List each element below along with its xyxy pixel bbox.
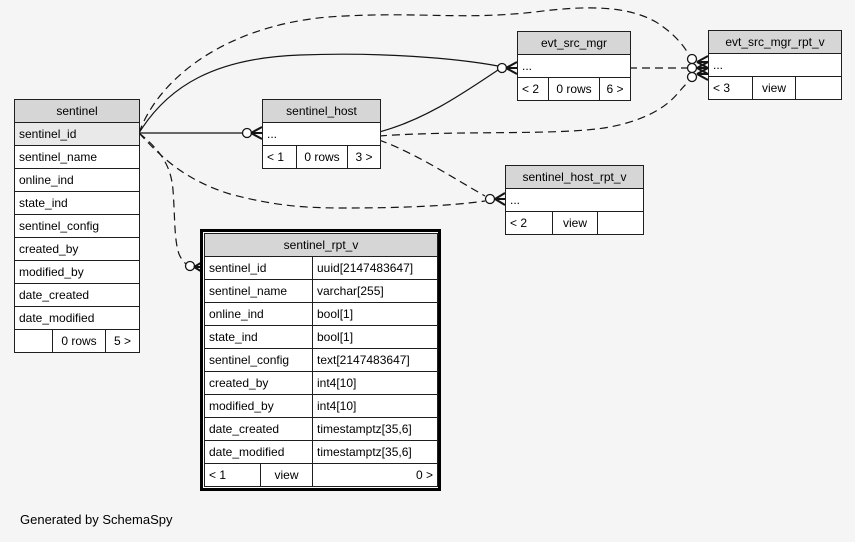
column-date_modified: date_modified (13, 306, 141, 330)
table-sentinel: sentinel sentinel_id sentinel_name onlin… (13, 99, 141, 353)
column-name: online_ind (204, 302, 313, 326)
column-name: date_created (204, 417, 313, 441)
footer-view-label: view (552, 211, 598, 235)
footer-outgoing (596, 211, 645, 235)
column-type: text[2147483647] (312, 348, 438, 372)
footer-row-count: 0 rows (52, 329, 106, 353)
footer-outgoing: 3 > (346, 145, 382, 169)
column-date_created: date_created (13, 283, 141, 307)
table-evt_src_mgr: evt_src_mgr ... < 2 0 rows 6 > (516, 31, 632, 101)
zero-or-one-dot (686, 62, 698, 74)
table-title-sentinel_host[interactable]: sentinel_host (261, 99, 382, 123)
column-type: bool[1] (312, 302, 438, 326)
column-name: state_ind (204, 325, 313, 349)
table-title-sentinel[interactable]: sentinel (13, 99, 141, 123)
collapsed-columns: ... (516, 54, 632, 78)
column-modified_by: modified_by (13, 260, 141, 284)
column-type: bool[1] (312, 325, 438, 349)
column-sentinel_name: sentinel_name (13, 145, 141, 169)
table-title-sentinel_host_rpt_v[interactable]: sentinel_host_rpt_v (504, 165, 645, 189)
crow-foot-icon (494, 192, 506, 206)
footer-row-count: 0 rows (548, 77, 600, 101)
column-name: sentinel_id (204, 256, 313, 280)
table-sentinel_host: sentinel_host ... < 1 0 rows 3 > (261, 99, 382, 169)
column-type: timestamptz[35,6] (312, 440, 438, 464)
footer-incoming (14, 329, 53, 353)
table-title-evt_src_mgr_rpt_v[interactable]: evt_src_mgr_rpt_v (708, 30, 842, 54)
table-sentinel_rpt_v: sentinel_rpt_v sentinel_id uuid[21474836… (200, 229, 441, 491)
column-sentinel_id: sentinel_id (13, 122, 141, 146)
column-type: uuid[2147483647] (312, 256, 438, 280)
zero-or-one-dot (184, 260, 196, 272)
footer-incoming: < 1 (262, 145, 297, 169)
column-name: created_by (204, 371, 313, 395)
collapsed-columns: ... (504, 188, 645, 212)
edge-sentinel-evt_src_mgr (138, 53, 499, 134)
column-type: int4[10] (312, 371, 438, 395)
zero-or-one-dot (686, 53, 698, 65)
footer-view-label: view (260, 463, 313, 487)
edge-sentinel_host-sentinel_host_rpt_v (378, 139, 486, 197)
table-sentinel_host_rpt_v: sentinel_host_rpt_v ... < 2 view (504, 165, 645, 235)
edge-sentinel_host-evt_src_mgr_rpt_v (378, 79, 691, 137)
table-title-sentinel_rpt_v[interactable]: sentinel_rpt_v (204, 233, 438, 257)
column-created_by: created_by (13, 237, 141, 261)
column-name: date_modified (204, 440, 313, 464)
footer-incoming: < 3 (708, 76, 753, 100)
table-title-evt_src_mgr[interactable]: evt_src_mgr (516, 31, 632, 55)
column-sentinel_config: sentinel_config (13, 214, 141, 238)
footer-outgoing: 0 > (312, 463, 438, 487)
footer-outgoing: 6 > (598, 77, 632, 101)
crow-foot-icon (505, 61, 518, 75)
edge-sentinel-evt_src_mgr_rpt_v (138, 7, 690, 134)
zero-or-one-dot (241, 127, 253, 139)
zero-or-one-dot (484, 193, 496, 205)
footer-view-label: view (752, 76, 796, 100)
crow-foot-icon (250, 126, 263, 140)
column-state_ind: state_ind (13, 191, 141, 215)
edge-sentinel-sentinel_host_rpt_v (138, 132, 486, 209)
collapsed-columns: ... (708, 53, 842, 77)
footer-incoming: < 2 (517, 77, 549, 101)
footer-outgoing (795, 76, 842, 100)
zero-or-one-dot (686, 71, 698, 83)
footer-incoming: < 2 (505, 211, 553, 235)
footer-outgoing: 5 > (104, 329, 141, 353)
generated-by-note: Generated by SchemaSpy (20, 512, 173, 527)
zero-or-one-dot (496, 62, 508, 74)
edge-sentinel-sentinel_rpt_v (138, 132, 187, 265)
column-type: timestamptz[35,6] (312, 417, 438, 441)
collapsed-columns: ... (261, 122, 382, 146)
column-name: sentinel_config (204, 348, 313, 372)
column-name: sentinel_name (204, 279, 313, 303)
column-name: modified_by (204, 394, 313, 418)
column-online_ind: online_ind (13, 168, 141, 192)
column-type: varchar[255] (312, 279, 438, 303)
table-evt_src_mgr_rpt_v: evt_src_mgr_rpt_v ... < 3 view (708, 30, 842, 100)
column-type: int4[10] (312, 394, 438, 418)
footer-incoming: < 1 (204, 463, 261, 487)
edge-sentinel_host-evt_src_mgr (378, 69, 499, 133)
crow-foot-icon (696, 67, 709, 81)
footer-row-count: 0 rows (296, 145, 348, 169)
